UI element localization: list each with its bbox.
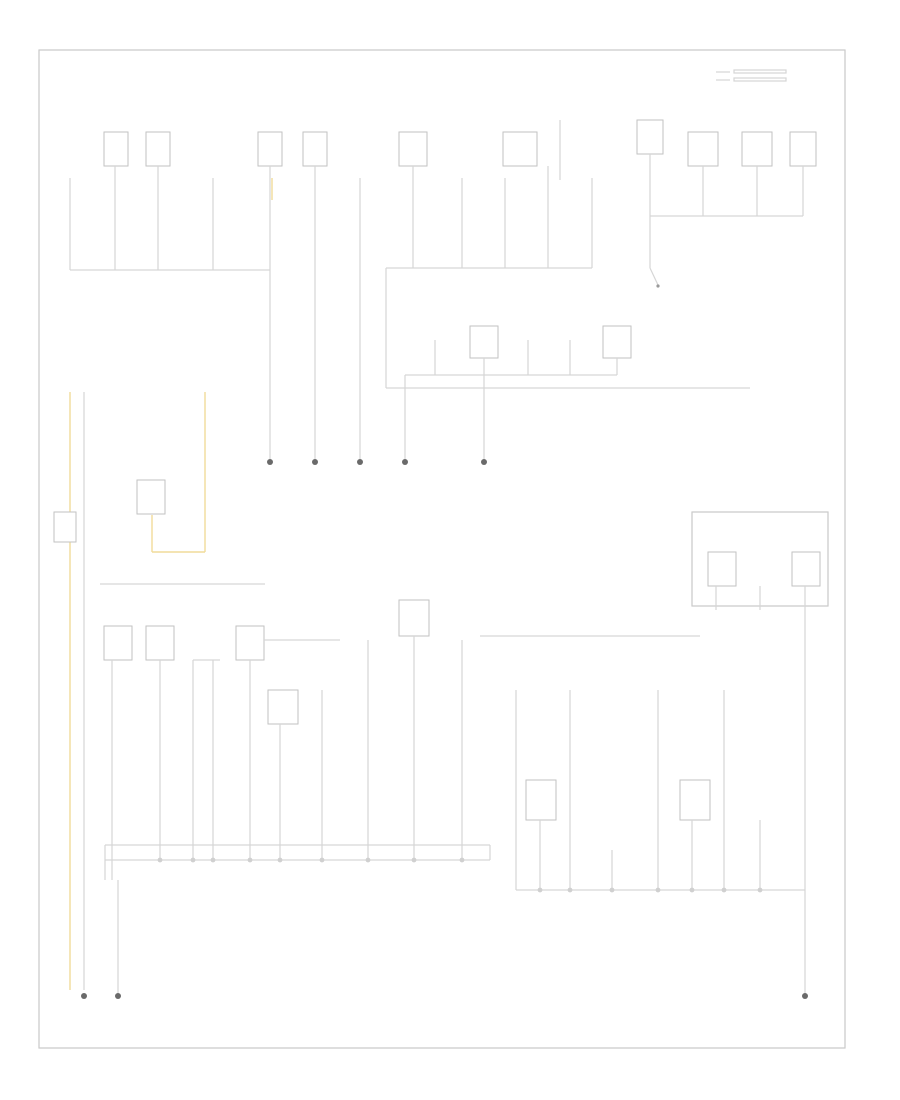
connector-top-7 <box>636 119 664 155</box>
right-lower-bus <box>516 887 805 893</box>
connector-low-7 <box>679 779 711 821</box>
lower-left-wires <box>111 636 463 880</box>
connector-top-8 <box>687 131 719 167</box>
right-lower-box <box>691 511 829 607</box>
ground-terminal <box>81 993 87 999</box>
ground-terminal <box>115 993 121 999</box>
connector-top-6 <box>502 131 538 167</box>
connector-top-5 <box>398 131 428 167</box>
ground-terminal <box>312 459 318 465</box>
connector-top-2 <box>145 131 171 167</box>
connector-mid-2 <box>602 325 632 359</box>
ground-terminal <box>267 459 273 465</box>
ground-terminal <box>481 459 487 465</box>
note-marker <box>649 267 660 288</box>
connector-low-2 <box>145 625 175 661</box>
connector-left-1 <box>53 511 77 543</box>
connector-left-2 <box>136 479 166 515</box>
connector-low-4 <box>267 689 299 725</box>
middle-row-components <box>469 325 632 359</box>
right-lower-wires <box>480 586 806 995</box>
ground-terminal <box>802 993 808 999</box>
top-row-wires <box>69 120 804 460</box>
ground-row-1 <box>267 459 487 465</box>
lower-left-components <box>100 583 711 821</box>
connector-top-10 <box>789 131 817 167</box>
lower-left-bus <box>104 844 491 880</box>
connector-top-3 <box>257 131 283 167</box>
connector-mid-1 <box>469 325 499 359</box>
connector-low-1 <box>103 625 133 661</box>
connector-top-1 <box>103 131 129 167</box>
ground-terminal <box>402 459 408 465</box>
connector-low-6 <box>525 779 557 821</box>
top-row-components <box>103 119 817 167</box>
diagram-frame <box>38 49 846 1049</box>
connector-top-9 <box>741 131 773 167</box>
junction-conn-2 <box>791 551 821 587</box>
connector-top-4 <box>302 131 328 167</box>
connector-low-5 <box>398 599 430 637</box>
left-side-wiring <box>53 392 206 990</box>
ground-terminal <box>357 459 363 465</box>
connector-low-3 <box>235 625 265 661</box>
junction-conn-1 <box>707 551 737 587</box>
ground-row-bottom <box>81 993 808 999</box>
legend <box>716 69 787 82</box>
